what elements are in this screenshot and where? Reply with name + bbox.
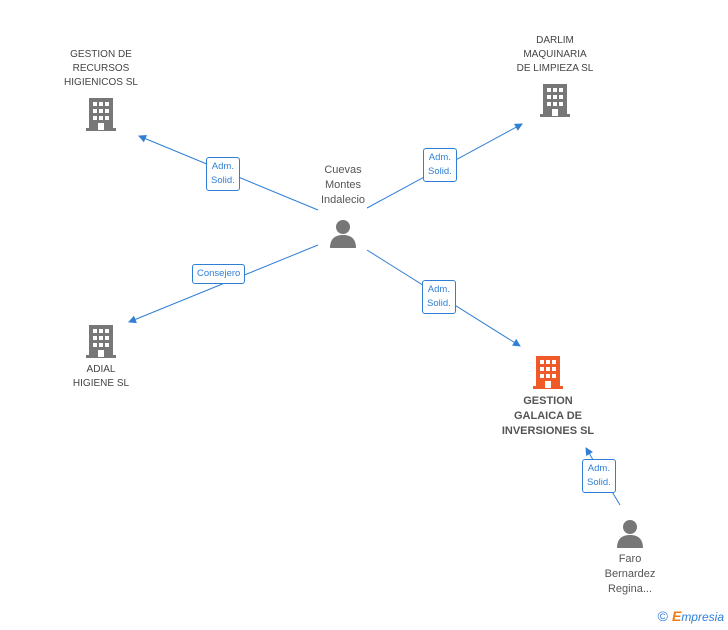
node-gestion-galaica[interactable]: GESTION GALAICA DE INVERSIONES SL xyxy=(488,354,608,439)
node-adial[interactable]: ADIAL HIGIENE SL xyxy=(46,323,156,391)
building-icon xyxy=(533,356,563,389)
edge-label-adm-solid: Adm. Solid. xyxy=(423,148,457,182)
node-gestion-recursos[interactable]: GESTION DE RECURSOS HIGIENICOS SL xyxy=(46,48,156,132)
building-icon xyxy=(540,84,570,117)
person-icon xyxy=(617,520,643,548)
copyright-icon: © xyxy=(657,608,668,624)
node-cuevas[interactable]: Cuevas Montes Indalecio xyxy=(300,163,386,248)
edge-label-consejero: Consejero xyxy=(192,264,246,284)
node-darlim[interactable]: DARLIM MAQUINARIA DE LIMPIEZA SL xyxy=(500,34,610,118)
node-label: GESTION DE RECURSOS HIGIENICOS SL xyxy=(64,49,138,88)
edge-label-adm-solid: Adm. Solid. xyxy=(582,459,616,493)
edge-label-adm-solid: Adm. Solid. xyxy=(422,280,456,314)
building-icon xyxy=(86,325,116,358)
node-label: Faro Bernardez Regina... xyxy=(604,553,656,595)
empresia-logo: ©Empresia xyxy=(657,608,724,624)
person-icon xyxy=(330,220,356,248)
node-label: Cuevas Montes Indalecio xyxy=(320,164,366,206)
building-icon xyxy=(86,98,116,131)
node-label: ADIAL HIGIENE SL xyxy=(72,364,130,389)
node-faro[interactable]: Faro Bernardez Regina... xyxy=(590,518,670,597)
node-label: GESTION GALAICA DE INVERSIONES SL xyxy=(501,395,595,437)
edge-label-adm-solid: Adm. Solid. xyxy=(206,157,240,191)
node-label: DARLIM MAQUINARIA DE LIMPIEZA SL xyxy=(516,35,594,74)
